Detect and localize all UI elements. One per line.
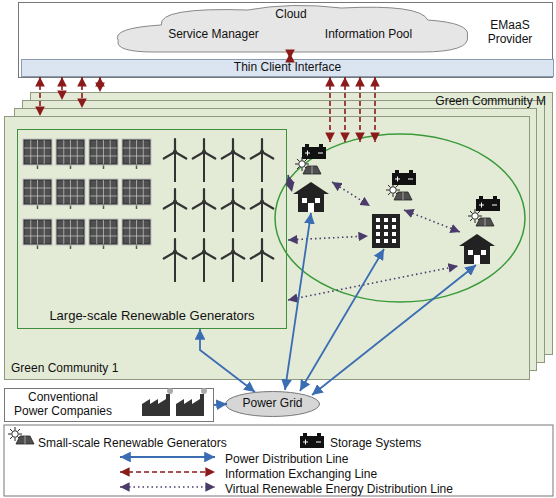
wind-turbine-icon: [251, 239, 274, 282]
connector-line: [81, 77, 83, 108]
storage-system-icon: [476, 196, 500, 211]
connector-line: [61, 77, 63, 100]
wind-turbine-icon: [164, 239, 187, 282]
cloud-shape: CloudService Manager Information Pool: [111, 3, 471, 53]
ellipse-outline: [225, 392, 319, 417]
solar-panel-icon: [89, 139, 119, 170]
wind-turbine-icon: [193, 189, 216, 232]
connector-arrow: [99, 77, 101, 92]
grid-ellipse: Power Grid: [225, 391, 320, 417]
cloud-outline: [117, 5, 467, 52]
connector-arrow: [214, 404, 227, 405]
legend-entry: Power Distribution Line: [225, 449, 348, 467]
legend-entry: Virtual Renewable Energy Distribution Li…: [225, 479, 453, 497]
factory-icon: [142, 388, 173, 416]
node-label: Thin Client Interface: [234, 61, 341, 75]
wind-turbine-icon: [251, 139, 274, 182]
legend-entry: Small-scale Renewable Generators: [38, 433, 227, 451]
factory-icon: [176, 388, 207, 416]
wind-turbine-icon: [193, 239, 216, 282]
interface-bar: Thin Client Interface: [21, 59, 554, 77]
wind-turbine-icon: [193, 139, 216, 182]
storage-system-icon: [300, 433, 324, 448]
solar-panel-icon: [56, 179, 86, 210]
consumer-group-outline: [275, 134, 525, 302]
connector-line: [404, 210, 460, 232]
house-icon: [293, 182, 329, 212]
connector-line: [329, 77, 331, 142]
node-label: Information Pool: [325, 28, 412, 42]
legend-text: Small-scale Renewable Generators: [38, 436, 227, 450]
connector-line: [374, 77, 376, 142]
solar-panel-icon: [23, 179, 53, 210]
legend-text: Storage Systems: [330, 436, 421, 450]
storage-system-icon: [302, 144, 326, 159]
solar-panel-icon: [122, 139, 152, 170]
small-scale-generator-icon: [8, 427, 34, 444]
connector-line: [288, 236, 368, 240]
connector-line: [120, 456, 215, 458]
wind-turbine-icon: [164, 189, 187, 232]
legend-text: Virtual Renewable Energy Distribution Li…: [225, 482, 453, 496]
node-label: Green Community 1: [11, 362, 118, 376]
node-label: Power Grid: [242, 397, 302, 411]
node-label: Cloud: [275, 8, 306, 22]
node-label: Green Community M: [435, 95, 546, 109]
wind-turbine-icon: [251, 189, 274, 232]
connector-line: [120, 486, 215, 488]
connector-line: [288, 266, 458, 300]
legend-entry: Information Exchanging Line: [225, 464, 377, 482]
small-scale-generator-icon: [386, 183, 412, 200]
connector-line: [359, 77, 361, 142]
solar-panel-icon: [89, 219, 119, 250]
small-scale-generator-icon: [468, 209, 494, 226]
wind-turbine-icon: [222, 189, 245, 232]
solar-panel-icon: [122, 219, 152, 250]
wind-turbine-icon: [222, 239, 245, 282]
connector-line: [285, 213, 311, 390]
connector-line: [288, 175, 292, 192]
wind-turbine-icon: [222, 139, 245, 182]
legend-text: Information Exchanging Line: [225, 467, 377, 481]
small-scale-generator-icon: [295, 157, 321, 174]
node-label: Large-scale Renewable Generators: [49, 309, 254, 324]
legend-frame: [4, 425, 553, 496]
connector-arrow: [289, 53, 291, 59]
solar-panel-icon: [56, 219, 86, 250]
node-label: Service Manager: [168, 28, 259, 42]
provider-box: EMaaS Provider CloudService Manager Inform…: [18, 2, 553, 78]
solar-panel-icon: [56, 139, 86, 170]
wind-turbine-icon: [164, 139, 187, 182]
connector-line: [344, 77, 346, 142]
connector-arrow: [39, 77, 41, 116]
connector-line: [300, 249, 384, 391]
solar-panel-icon: [89, 179, 119, 210]
legend-entry: Storage Systems: [330, 433, 421, 451]
solar-panel-icon: [23, 139, 53, 170]
solar-panel-icon: [122, 179, 152, 210]
connector-line: [332, 182, 370, 206]
connector-line: [120, 471, 215, 473]
connector-arrow: [200, 329, 255, 392]
legend-text: Power Distribution Line: [225, 452, 348, 466]
node-label: Conventional Power Companies: [11, 391, 115, 419]
solar-panel-icon: [23, 219, 53, 250]
storage-system-icon: [392, 170, 416, 185]
node-label: EMaaS Provider: [474, 19, 546, 47]
building-icon: [372, 214, 400, 248]
connector-line: [312, 265, 476, 395]
house-icon: [459, 234, 495, 264]
